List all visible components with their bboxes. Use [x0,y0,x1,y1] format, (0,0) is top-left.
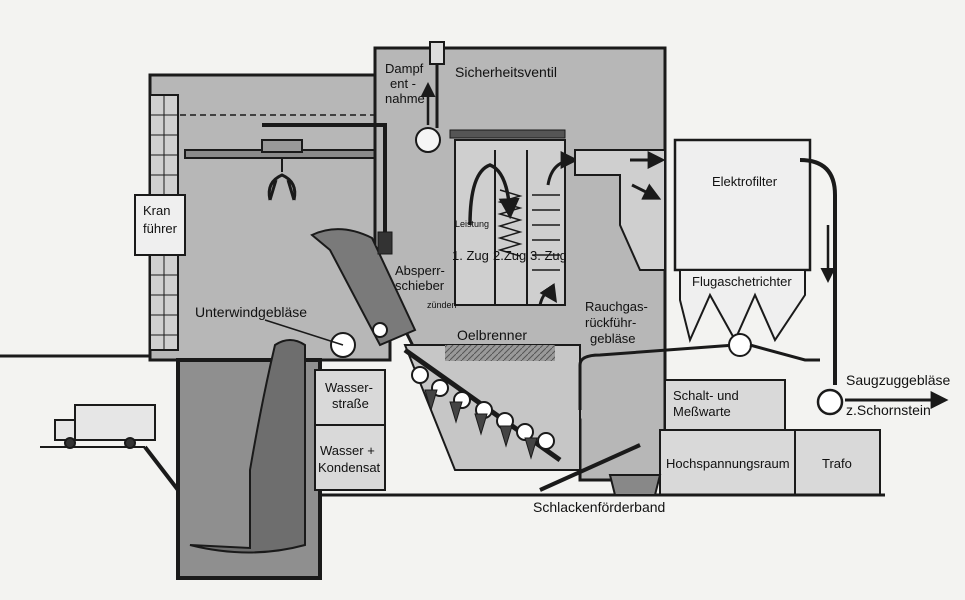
garbage-truck-icon [54,404,156,449]
room-high-voltage [659,429,796,496]
label-hochspannung: Hochspannungsraum [666,456,790,471]
label-trafo: Trafo [822,456,852,471]
steam-drum [415,127,441,153]
slag-bin [608,474,662,496]
economizer-tubes [532,194,560,271]
label-absperr-1: Absperr- [395,263,445,278]
label-oelbrenner: Oelbrenner [457,327,527,343]
label-dampf-3: nahme [385,91,425,106]
flue-flow-arrow-2 [538,283,557,306]
room-transformer [794,429,881,496]
label-wasserk-2: Kondensat [318,460,381,475]
underfire-fan-hub [372,322,388,338]
label-elektrofilter: Elektrofilter [712,174,778,189]
recirc-fan-icon [728,333,752,357]
label-absperr-2: schieber [395,278,445,293]
label-leistung: Leistung [455,219,489,229]
label-wasserk-1: Wasser + [320,443,375,458]
label-saugzug: Saugzuggebläse [846,372,951,388]
underfire-fan-pointer [264,319,344,346]
label-unterwind: Unterwindgebläse [195,304,307,320]
feed-pipe [262,123,387,240]
label-wasserstr-1: Wasser- [325,380,373,395]
label-kran-1: Kran [143,203,170,218]
room-water-street [314,369,386,426]
recirc-duct [578,343,736,410]
safety-valve-icon [429,41,445,65]
label-flugasche: Flugaschetrichter [692,274,792,289]
shutoff-damper [377,231,393,255]
label-zuenden: zünden [427,300,457,310]
label-zug-1: 1. Zug [452,248,489,263]
room-water-condensate [314,424,386,491]
flue-gas-duct [574,149,666,271]
label-schalt-1: Schalt- und [673,388,739,403]
label-kran-2: führer [143,221,178,236]
label-dampf-1: Dampf [385,61,424,76]
recirc-line-to-filter [749,343,820,362]
label-sicherheitsventil: Sicherheitsventil [455,64,557,80]
label-rauch-3: gebläse [590,331,636,346]
underfire-air-hoppers [424,389,538,460]
label-dampf-2: ent - [390,76,416,91]
label-rauch-1: Rauchgas- [585,299,648,314]
feed-hopper [310,228,417,347]
boiler-top-header [449,129,566,139]
electrostatic-filter [673,138,812,272]
label-schornstein: z.Schornstein [846,402,931,418]
waste-pile [189,339,306,554]
filter-outlet-duct [799,158,837,385]
slag-conveyor [539,443,641,492]
unloading-ramp [143,445,180,492]
burner-flame-zone [445,345,555,361]
label-schlacken: Schlackenförderband [533,499,665,515]
flyash-hoppers [679,269,806,344]
label-zug-3: 3. Zug [530,248,567,263]
crane-trolley [261,139,303,153]
room-control [664,379,786,431]
flue-flow-arrow-3 [546,151,579,186]
crane-operator-cabin [134,194,186,256]
grate-rollers [411,366,555,450]
label-schalt-2: Meßwarte [673,404,731,419]
crane-grab-icon [267,173,297,201]
induced-draft-fan-icon [816,388,844,416]
label-zug-2: 2.Zug [493,248,526,263]
flue-flow-arrow-1 [468,163,520,226]
label-rauch-2: rückführ- [585,315,636,330]
label-wasserstr-2: straße [332,396,369,411]
flue-arrow-to-filter-2 [631,183,662,200]
